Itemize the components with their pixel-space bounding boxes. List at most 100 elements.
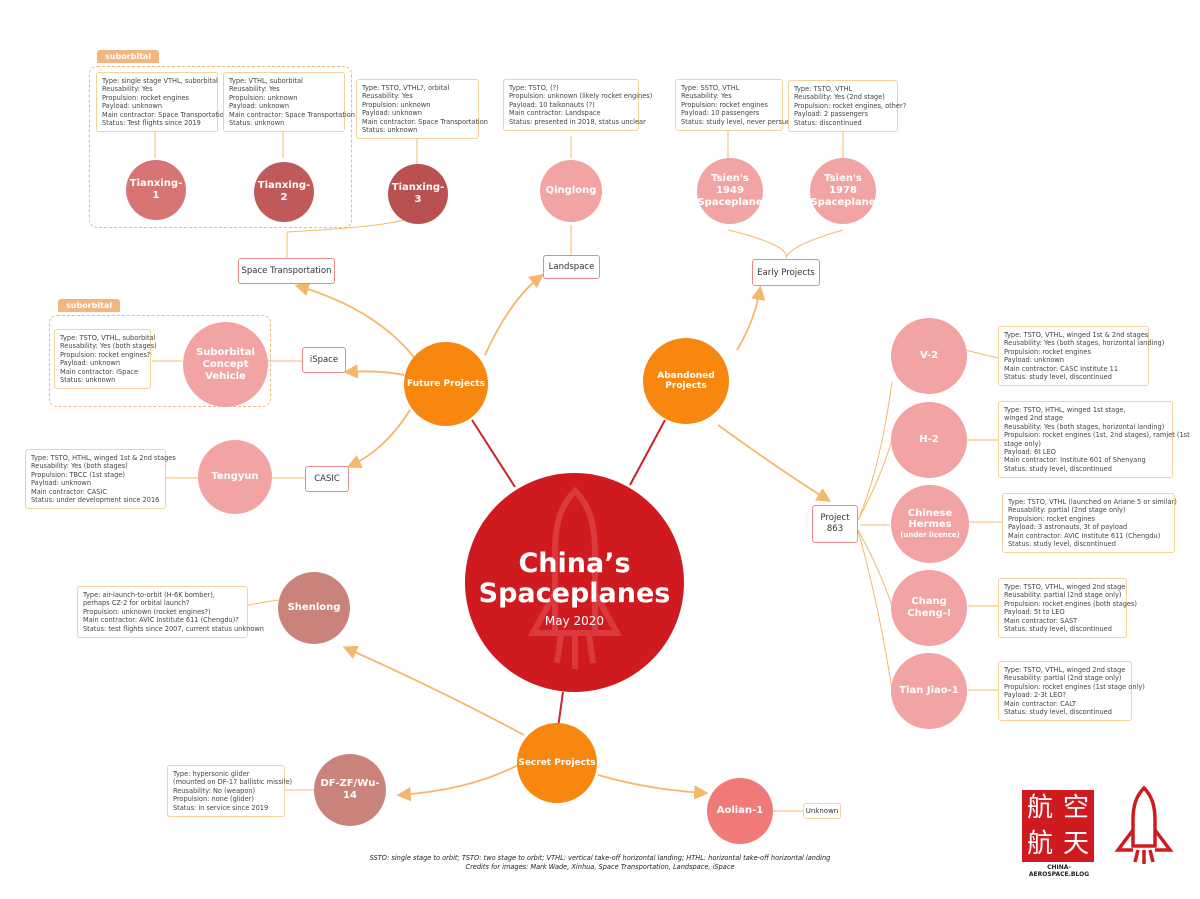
info-line: Status: under development since 2016 [31,496,160,504]
info-h2: Type: TSTO, HTHL, winged 1st stage,winge… [998,401,1173,478]
label-casic[interactable]: CASIC [305,466,349,492]
label-ispace[interactable]: iSpace [302,347,346,373]
branch-aolian [598,775,705,793]
shuttle-logo-icon [1112,784,1176,868]
info-line: Type: TSTO, VTHL, winged 2nd stage [1004,666,1126,674]
info-line: Payload: unknown [362,109,473,117]
tag-suborbital-left: suborbital [58,299,120,312]
project-suborbital-line1: Suborbital [196,347,255,359]
project-h2[interactable]: H-2 [891,402,967,478]
label-landspace[interactable]: Landspace [543,255,600,279]
info-line: Reusability: No (weapon) [173,787,279,795]
project-shenlong[interactable]: Shenlong [278,572,350,644]
label-project-863[interactable]: Project 863 [812,505,858,543]
project-chang-cheng-1[interactable]: Chang Cheng-I [891,570,967,646]
project-qinglong[interactable]: Qinglong [540,160,602,222]
hub-abandoned-projects[interactable]: Abandoned Projects [643,338,729,424]
info-line: Type: TSTO, VTHL, winged 2nd stage [1004,583,1121,591]
project-hermes-line1: Chinese [908,508,953,519]
info-line: Type: hypersonic glider [173,770,279,778]
info-line: Main contractor: Landspace [509,109,633,117]
info-line: Payload: unknown [102,102,212,110]
info-line: Main contractor: CALT [1004,700,1126,708]
project-tengyun[interactable]: Tengyun [198,440,272,514]
info-line: Type: SSTO, VTHL [681,84,777,92]
label-space-transportation[interactable]: Space Transportation [238,258,335,284]
logo-char: 航 [1022,826,1058,862]
info-line: Reusability: Yes (both stages) [60,342,145,350]
info-line: Reusability: Yes [362,92,473,100]
branch-project863 [718,425,828,500]
project-chang-line2: Cheng-I [907,608,950,620]
info-line: Payload: 2-3t LEO? [1004,691,1126,699]
info-line: Type: TSTO, VTHL, winged 1st & 2nd stage… [1004,331,1143,339]
project-dfzf-wu14[interactable]: DF-ZF/Wu-14 [314,754,386,826]
project-v2[interactable]: V-2 [891,318,967,394]
info-line: Propulsion: rocket engines [102,94,212,102]
info-line: Payload: 10 taikonauts (?) [509,101,633,109]
info-line: Main contractor: iSpace [60,368,145,376]
hub-future-projects[interactable]: Future Projects [404,342,488,426]
info-line: Type: TSTO, HTHL, winged 1st stage, [1004,406,1167,414]
info-line: Main contractor: Space Transportation [229,111,339,119]
main-title-circle: China’s Spaceplanes May 2020 [465,473,684,692]
info-line: Main contractor: Space Transportation [102,111,212,119]
logo-block: 航 空 航 天 [1022,790,1094,862]
info-line: Status: test flights since 2007, current… [83,625,242,633]
info-qinglong: Type: TSTO, (?)Propulsion: unknown (like… [503,79,639,131]
info-line: Type: TSTO, HTHL, winged 1st & 2nd stage… [31,454,160,462]
info-line: Propulsion: rocket engines [1004,348,1143,356]
info-line: Payload: unknown [60,359,145,367]
main-date: May 2020 [465,614,684,628]
branch-ispace [347,371,404,375]
project-tsien-1949-line2: Spaceplane [697,197,762,209]
main-title-line2: Spaceplanes [465,579,684,609]
project-tsien-1949[interactable]: Tsien's 1949 Spaceplane [697,158,763,224]
project-tsien-1978-line2: Spaceplane [810,197,875,209]
project-aolian-1[interactable]: Aolian-1 [707,778,773,844]
project-suborbital-concept-vehicle[interactable]: Suborbital Concept Vehicle [183,322,268,407]
info-line: Propulsion: rocket engines (1st, 2nd sta… [1004,431,1167,439]
project-tianxing-3[interactable]: Tianxing-3 [388,164,448,224]
project-suborbital-line2: Concept Vehicle [189,359,262,383]
info-line: Reusability: partial (2nd stage only) [1004,674,1126,682]
info-line: Main contractor: Institute 601 of Shenya… [1004,456,1167,464]
info-line: Payload: unknown [31,479,160,487]
info-line: Propulsion: rocket engines? [60,351,145,359]
logo-caption: CHINA-AEROSPACE.BLOG [1020,864,1098,878]
info-line: Reusability: partial (2nd stage only) [1008,506,1169,514]
info-line: perhaps CZ-2 for orbital launch? [83,599,242,607]
info-line: Propulsion: rocket engines [1008,515,1169,523]
project-chang-line1: Chang [911,596,946,608]
info-line: Type: air-launch-to-orbit (H-6K bomber), [83,591,242,599]
info-line: Status: unknown [60,376,145,384]
info-line: Payload: 6t LEO [1004,448,1167,456]
project-tsien-1978-line1: Tsien's 1978 [816,173,870,197]
info-line: Propulsion: rocket engines (both stages) [1004,600,1121,608]
info-line: Status: presented in 2018, status unclea… [509,118,633,126]
info-line: Propulsion: unknown (rocket engines?) [83,608,242,616]
project-chinese-hermes[interactable]: Chinese Hermes (under licence) [891,485,969,563]
project-tian-jiao-1[interactable]: Tian Jiao-1 [891,653,967,729]
info-line: Payload: unknown [1004,356,1143,364]
info-line: Status: unknown [362,126,473,134]
logo-char: 天 [1058,826,1094,862]
info-dfzf-wu14: Type: hypersonic glider(mounted on DF-17… [167,765,285,817]
info-line: winged 2nd stage [1004,414,1167,422]
info-line: Reusability: Yes (2nd stage) [794,93,892,101]
info-line: Reusability: Yes (both stages, horizonta… [1004,339,1143,347]
project-tianxing-2[interactable]: Tianxing-2 [254,162,314,222]
info-line: Main contractor: AVIC Institute 611 (Che… [1008,532,1169,540]
info-line: Payload: unknown [229,102,339,110]
project-tsien-1949-line1: Tsien's 1949 [703,173,757,197]
hub-secret-projects[interactable]: Secret Projects [517,723,597,803]
project-tianxing-1[interactable]: Tianxing-1 [126,160,186,220]
label-project-863-line1: Project [820,513,849,524]
info-line: Propulsion: rocket engines, other? [794,102,892,110]
label-early-projects[interactable]: Early Projects [752,259,820,286]
footer-abbreviations: SSTO: single stage to orbit; TSTO: two s… [0,854,1200,862]
project-tsien-1978[interactable]: Tsien's 1978 Spaceplane [810,158,876,224]
info-line: Status: study level, discontinued [1004,708,1126,716]
